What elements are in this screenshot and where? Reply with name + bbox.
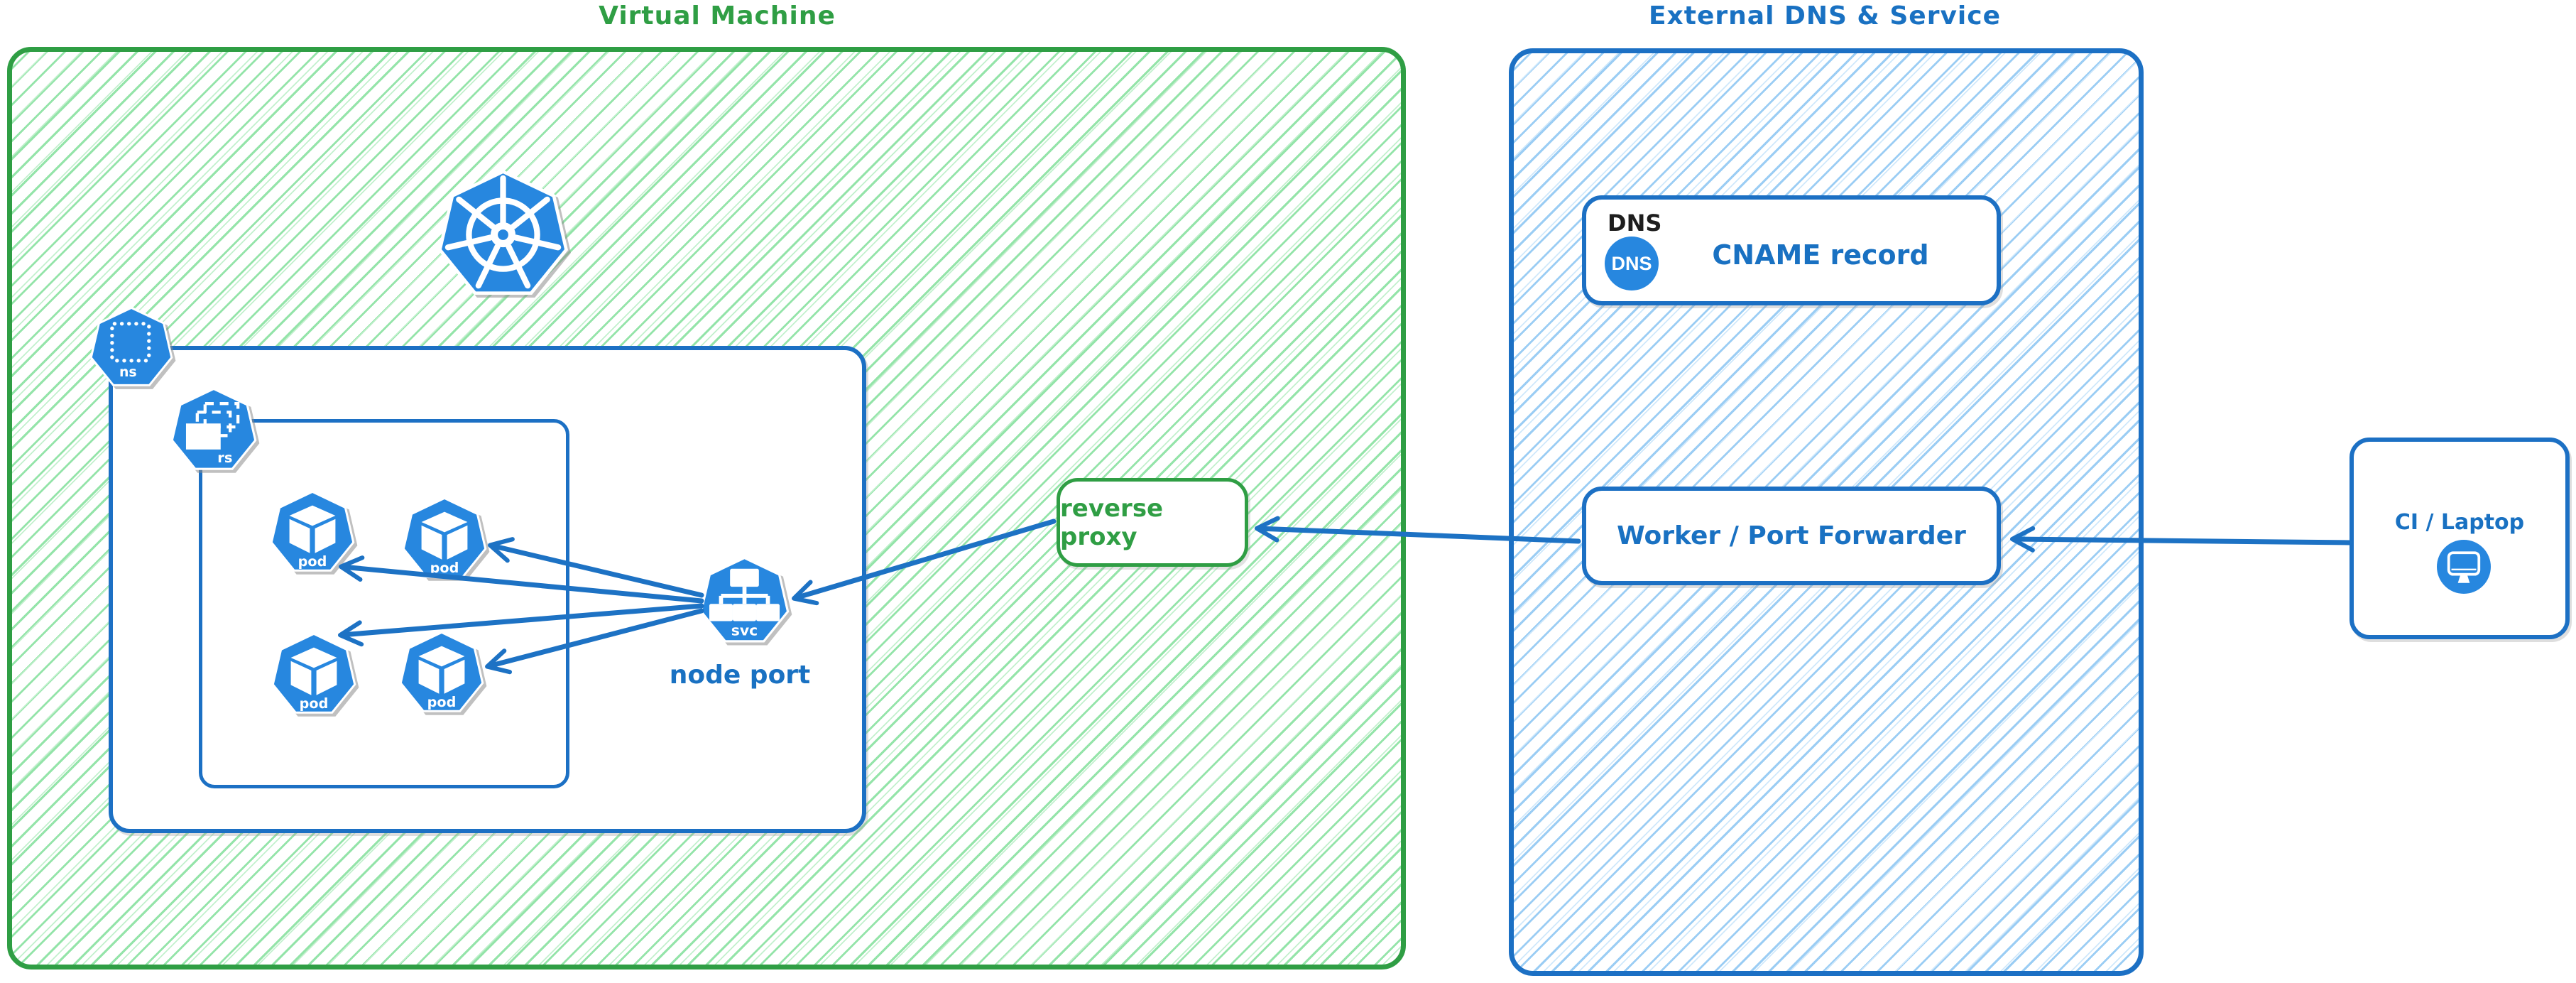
dns-tag-label: DNS	[1608, 210, 1662, 237]
worker-label: Worker / Port Forwarder	[1617, 521, 1966, 550]
pod-icon: pod	[402, 496, 487, 578]
svc-icon-label: svc	[731, 622, 758, 639]
cname-record-label: CNAME record	[1712, 239, 1929, 271]
pod-icon: pod	[399, 631, 484, 712]
monitor-icon	[2447, 551, 2481, 583]
dns-record-box: DNS DNS CNAME record	[1582, 195, 2001, 305]
external-dns-title: External DNS & Service	[1648, 1, 2002, 31]
rs-icon-label: rs	[217, 450, 232, 466]
pod-icon-label: pod	[427, 694, 457, 710]
pod-icon-label: pod	[298, 553, 327, 570]
pod-icon: pod	[271, 632, 356, 714]
node-port-label: node port	[669, 661, 811, 690]
ci-laptop-box: CI / Laptop	[2349, 438, 2570, 639]
namespace-icon: ns	[89, 306, 173, 386]
dns-badge: DNS	[1605, 237, 1659, 290]
pod-icon-label: pod	[300, 695, 329, 712]
worker-port-forwarder-box: Worker / Port Forwarder	[1582, 487, 2001, 585]
kubernetes-logo-icon	[438, 170, 568, 295]
ns-icon-label: ns	[119, 364, 137, 380]
replicaset-icon: rs	[170, 387, 257, 470]
dns-badge-label: DNS	[1611, 252, 1652, 274]
pod-icon-label: pod	[430, 560, 459, 576]
replicaset-box	[199, 419, 569, 788]
laptop-badge	[2437, 540, 2491, 594]
reverse-proxy-box: reverse proxy	[1057, 478, 1248, 567]
pod-icon: pod	[270, 490, 355, 572]
virtual-machine-title: Virtual Machine	[599, 1, 836, 31]
service-icon: svc	[699, 556, 790, 643]
ci-laptop-label: CI / Laptop	[2394, 510, 2525, 535]
reverse-proxy-label: reverse proxy	[1060, 494, 1164, 551]
